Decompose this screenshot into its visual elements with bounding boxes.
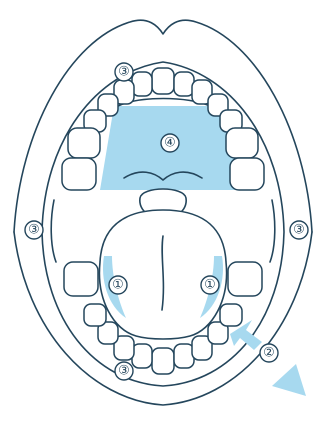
svg-text:③: ③	[293, 223, 305, 238]
marker-1-right: ①	[201, 276, 219, 294]
marker-3-left: ③	[25, 221, 43, 239]
marker-3-top: ③	[115, 63, 133, 81]
marker-3-bottom: ③	[115, 362, 133, 380]
svg-text:③: ③	[118, 65, 130, 80]
marker-4: ④	[161, 134, 179, 152]
svg-text:①: ①	[204, 278, 216, 293]
svg-text:③: ③	[118, 364, 130, 379]
marker-1-left: ①	[109, 276, 127, 294]
cheek-line-left	[51, 200, 56, 262]
marker-2: ②	[260, 344, 278, 362]
arrow-large	[272, 364, 306, 396]
svg-text:④: ④	[164, 136, 176, 151]
svg-text:②: ②	[263, 346, 275, 361]
svg-text:③: ③	[28, 223, 40, 238]
svg-text:①: ①	[112, 278, 124, 293]
marker-3-right: ③	[290, 221, 308, 239]
cheek-line-right	[270, 200, 275, 262]
